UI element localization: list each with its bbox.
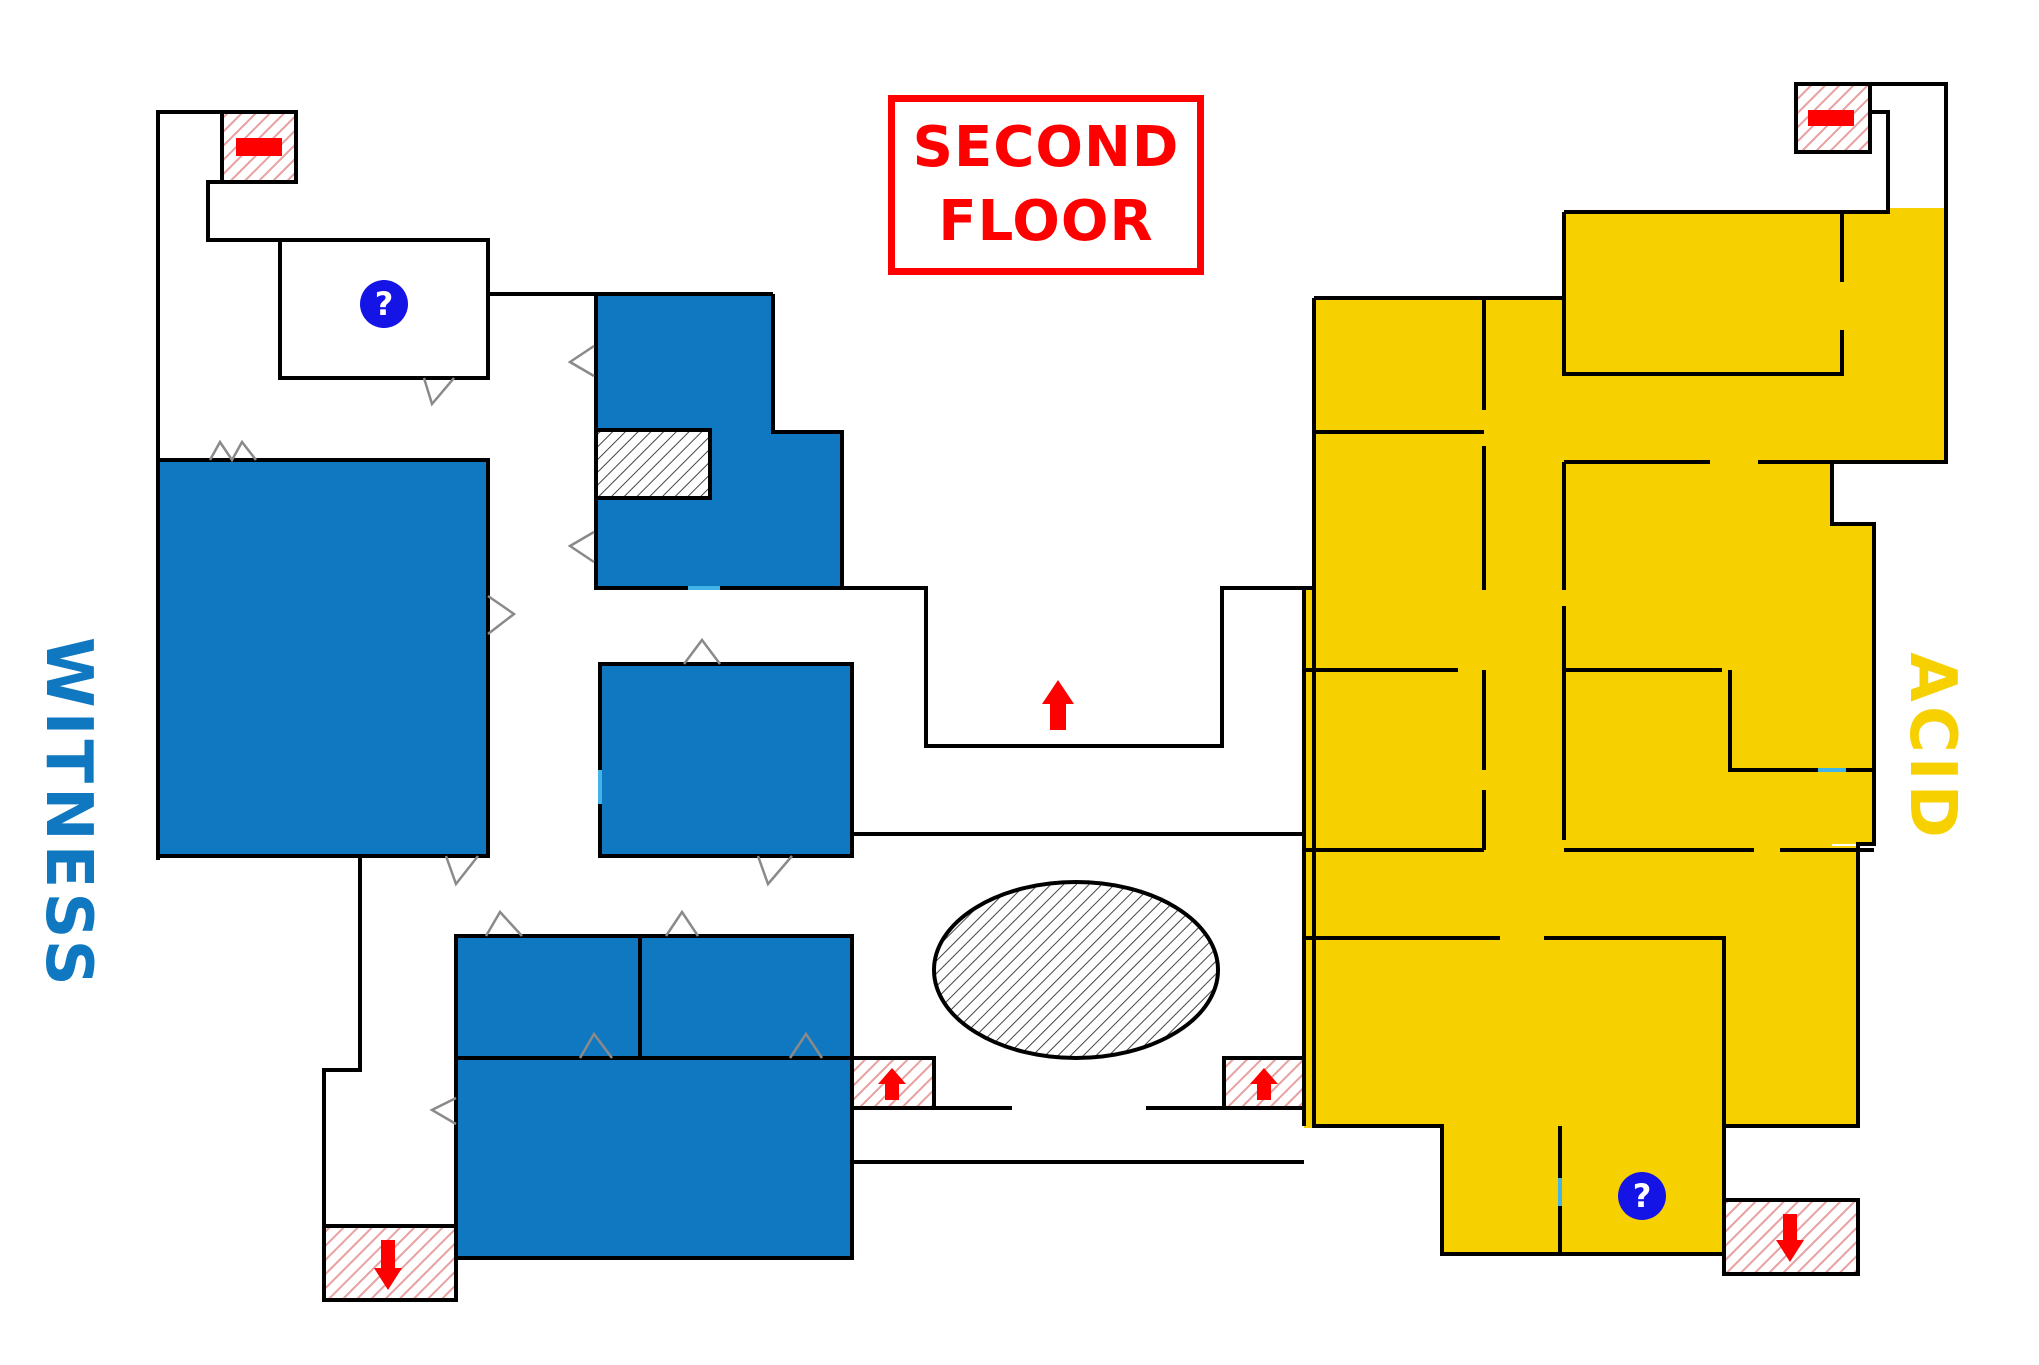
zone-label-witness: WITNESS: [31, 637, 105, 990]
question-mark-icon[interactable]: ?: [1618, 1172, 1666, 1220]
arrow-icon: [374, 1240, 402, 1290]
arrow-icon: [1250, 1068, 1278, 1100]
stair-arrows: [374, 680, 1804, 1290]
doors: [208, 344, 824, 1126]
accents: [598, 586, 1846, 1206]
floor-title-line1: SECOND: [912, 115, 1180, 180]
acid-zone: [1304, 208, 1946, 1256]
floor-title: SECOND FLOOR: [888, 95, 1204, 275]
zone-label-acid: ACID: [1895, 652, 1969, 842]
floor-title-line2: FLOOR: [938, 189, 1154, 254]
atrium-void: [932, 880, 1220, 1060]
arrow-icon: [878, 1068, 906, 1100]
question-mark-icon[interactable]: ?: [360, 280, 408, 328]
stairs-center-left: [850, 1056, 936, 1110]
arrow-icon: [1776, 1214, 1804, 1262]
witness-zone: [158, 294, 852, 1258]
arrow-icon: [1042, 680, 1074, 730]
